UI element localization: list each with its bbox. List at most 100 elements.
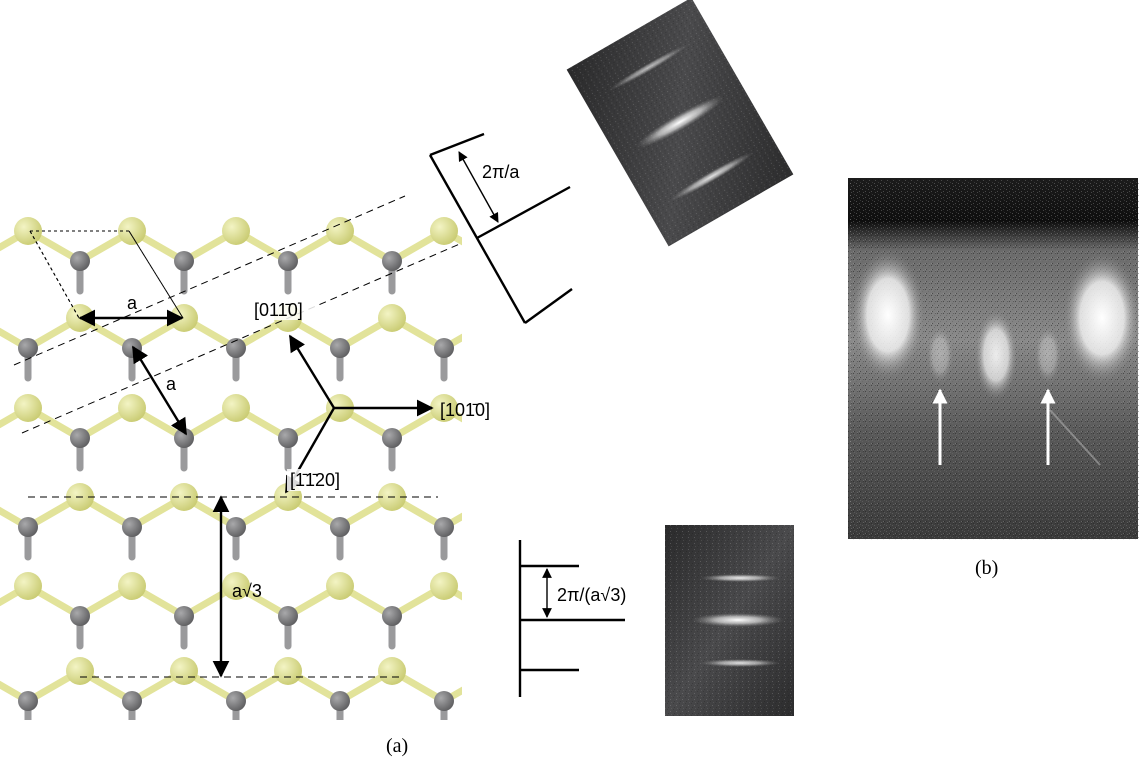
bond xyxy=(548,318,600,348)
gray-atom xyxy=(434,338,454,358)
honeycomb-lattice xyxy=(0,217,756,720)
yellow-atom xyxy=(14,394,42,422)
yellow-atom xyxy=(222,217,250,245)
yellow-atom xyxy=(534,394,562,422)
gray-atom xyxy=(694,251,714,271)
yellow-atom xyxy=(378,304,406,332)
bond xyxy=(652,497,704,527)
yellow-atom xyxy=(586,657,614,685)
bond xyxy=(600,408,652,438)
gray-atom xyxy=(694,428,714,448)
gray-atom xyxy=(538,517,558,537)
bond xyxy=(600,231,652,261)
bond xyxy=(600,318,652,348)
unit-cell-outline xyxy=(29,230,184,319)
bond xyxy=(0,506,32,531)
label-2pi-over-a: 2π/a xyxy=(482,162,520,182)
lattice-bonds xyxy=(0,227,756,720)
gray-atom xyxy=(382,428,402,448)
yellow-atom xyxy=(638,572,666,600)
gray-atom xyxy=(122,517,142,537)
crystal-direction-arrows xyxy=(284,334,434,494)
yellow-atom xyxy=(14,217,42,245)
gray-atom xyxy=(642,517,662,537)
yellow-atom xyxy=(326,572,354,600)
rheed-pattern-top xyxy=(566,0,794,247)
label-a-diagonal: a xyxy=(166,374,177,394)
bond xyxy=(440,333,462,352)
lattice-atoms xyxy=(14,217,718,711)
label-2pi-over-a-sqrt3: 2π/(a√3) xyxy=(557,585,626,605)
gray-atom xyxy=(330,517,350,537)
bond xyxy=(548,408,600,438)
label-a-sqrt3: a√3 xyxy=(232,581,262,601)
gray-atom xyxy=(278,251,298,271)
yellow-atom xyxy=(482,657,510,685)
label-a-horizontal: a xyxy=(127,293,138,313)
yellow-atom xyxy=(638,394,666,422)
gray-atom xyxy=(538,338,558,358)
gray-atom xyxy=(590,428,610,448)
gray-atom xyxy=(486,606,506,626)
yellow-atom xyxy=(14,572,42,600)
gray-atom xyxy=(70,428,90,448)
gray-atom xyxy=(226,517,246,537)
gray-atom xyxy=(538,691,558,711)
yellow-atom xyxy=(118,572,146,600)
yellow-atom xyxy=(66,657,94,685)
spacing-arrow-top xyxy=(458,151,499,223)
yellow-atom xyxy=(430,572,458,600)
reciprocal-rod-ladder-top xyxy=(428,132,573,324)
rheed-image-b xyxy=(848,178,1139,541)
label-direction-10-10: [101̄0] xyxy=(440,400,490,420)
yellow-atom xyxy=(482,483,510,511)
gray-atom xyxy=(122,691,142,711)
yellow-atom xyxy=(274,657,302,685)
yellow-atom xyxy=(482,304,510,332)
gray-atom xyxy=(486,428,506,448)
caption-panel-a: (a) xyxy=(386,735,408,757)
reciprocal-rod-ladder-bottom xyxy=(518,540,625,697)
gray-atom xyxy=(226,691,246,711)
yellow-atom xyxy=(430,394,458,422)
yellow-atom xyxy=(586,304,614,332)
bond xyxy=(496,586,548,616)
bond xyxy=(496,231,548,261)
lattice-constant-arrows xyxy=(78,309,230,678)
rheed-pattern-bottom xyxy=(665,525,794,716)
yellow-atom xyxy=(586,483,614,511)
gray-atom xyxy=(70,251,90,271)
dashed-guide-lines xyxy=(13,195,463,678)
gray-atom xyxy=(330,338,350,358)
gray-atom xyxy=(590,606,610,626)
gray-atom xyxy=(174,606,194,626)
gray-atom xyxy=(18,691,38,711)
gray-atom xyxy=(642,691,662,711)
gray-atom xyxy=(226,338,246,358)
gray-atom xyxy=(174,251,194,271)
bond xyxy=(652,318,704,348)
bond xyxy=(0,327,32,352)
label-direction-11-20: [1̄1̄20] xyxy=(290,470,340,490)
yellow-atom xyxy=(118,394,146,422)
gray-atom xyxy=(382,251,402,271)
gray-atom xyxy=(278,606,298,626)
bond xyxy=(496,671,548,701)
bond xyxy=(548,671,600,701)
bond xyxy=(600,497,652,527)
yellow-atom xyxy=(222,394,250,422)
gray-atom xyxy=(642,338,662,358)
bond xyxy=(548,231,600,261)
bond xyxy=(496,408,548,438)
bond xyxy=(440,512,462,531)
yellow-atom xyxy=(690,304,718,332)
gray-atom xyxy=(330,691,350,711)
bond xyxy=(496,497,548,527)
gray-atom xyxy=(434,517,454,537)
gray-atom xyxy=(590,251,610,271)
bond xyxy=(704,318,756,348)
bond xyxy=(440,686,462,705)
yellow-atom xyxy=(170,657,198,685)
gray-atom xyxy=(278,428,298,448)
